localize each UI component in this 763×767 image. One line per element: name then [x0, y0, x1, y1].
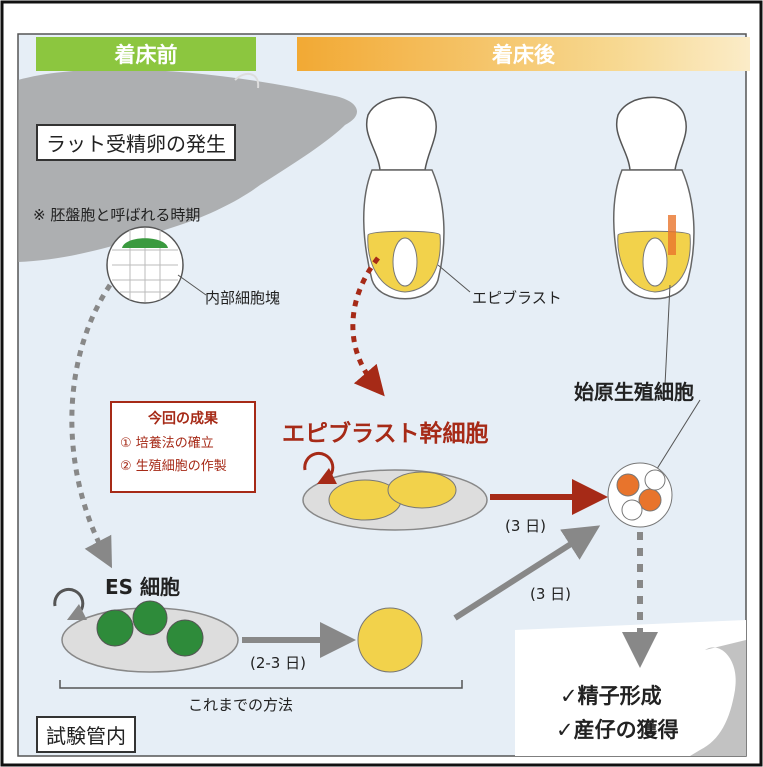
blastocyst-icon	[106, 226, 184, 304]
blastocyst-note: ※ 胚盤胞と呼ばれる時期	[33, 206, 201, 224]
epiblast-to-stem-arrow	[350, 256, 385, 397]
previous-method-bracket	[59, 680, 463, 689]
icm-leader-line	[177, 274, 207, 296]
post-implantation-label: 着床後	[492, 43, 555, 67]
outcome-panel	[515, 620, 746, 756]
post-implantation-embryo-2	[613, 96, 695, 300]
epiblast-leader-line	[437, 264, 471, 293]
post-implantation-header: 着床後	[297, 37, 750, 71]
inner-cell-mass-label: 内部細胞塊	[205, 289, 281, 307]
rotate-red-icon	[303, 451, 338, 485]
rat-ear-icon	[234, 72, 260, 89]
epiblast-stem-cell-dish	[302, 469, 488, 531]
days-3-label-a: (3 日)	[505, 517, 547, 535]
pre-implantation-header: 着床前	[36, 37, 256, 71]
pgc-cluster-icon	[607, 462, 673, 528]
rat-silhouette	[18, 69, 357, 262]
es-cells-label: ES 細胞	[105, 575, 181, 599]
offspring-label: ✓産仔の獲得	[556, 718, 679, 742]
results-item-2: ② 生殖細胞の作製	[120, 459, 227, 474]
es-cell-dish	[61, 600, 239, 673]
pgc-label: 始原生殖細胞	[574, 380, 694, 404]
rat-pup-silhouette	[690, 640, 746, 756]
post-implantation-embryo-1	[363, 96, 445, 300]
blastocyst-to-es-arrow	[69, 283, 113, 569]
epiblast-stem-cells-label: エピブラスト幹細胞	[282, 421, 489, 447]
days-2-3-label: (2-3 日)	[250, 654, 306, 672]
pre-implantation-label: 着床前	[114, 43, 178, 67]
results-title: 今回の成果	[148, 411, 218, 427]
in-vitro-label: 試験管内	[36, 716, 136, 753]
results-item-1: ① 培養法の確立	[120, 436, 214, 451]
epiblast-label: エピブラスト	[472, 289, 562, 307]
epiblast-like-cluster-icon	[357, 607, 423, 673]
pgc-leader-line-1	[664, 284, 671, 386]
days-3-label-b: (3 日)	[530, 585, 572, 603]
pgc-leader-line-2	[649, 399, 701, 481]
previous-method-label: これまでの方法	[188, 696, 294, 714]
results-box: 今回の成果 ① 培養法の確立 ② 生殖細胞の作製	[110, 401, 256, 493]
rat-egg-development-label: ラット受精卵の発生	[36, 124, 236, 161]
spermatogenesis-label: ✓精子形成	[560, 684, 662, 708]
epilc-to-pgc-arrow	[453, 525, 601, 621]
rotate-gray-icon	[53, 587, 88, 621]
